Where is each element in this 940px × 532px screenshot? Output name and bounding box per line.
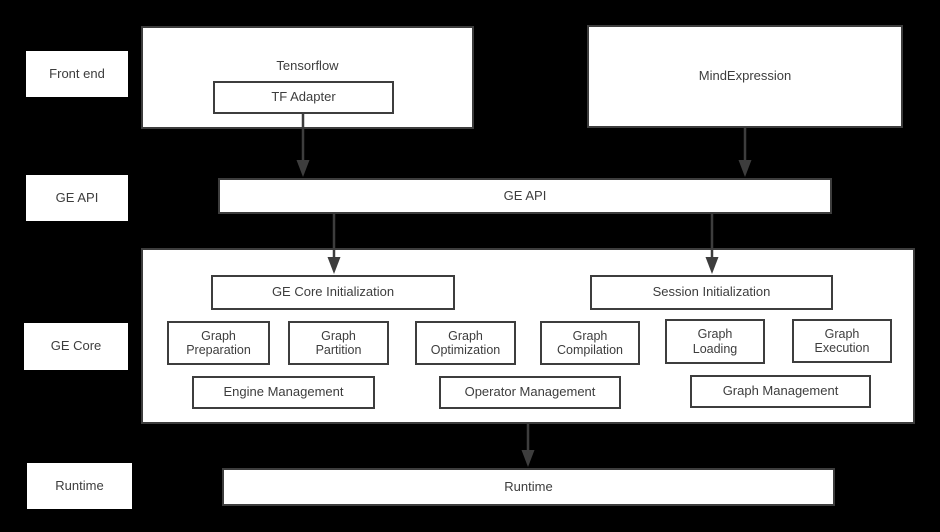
session-initialization-label: Session Initialization	[652, 284, 771, 300]
graph-management-box[interactable]: Graph Management	[690, 375, 871, 408]
operator-management-label: Operator Management	[464, 384, 596, 400]
runtime-bar[interactable]: Runtime	[222, 468, 835, 506]
stage-label-runtime-text: Runtime	[55, 477, 104, 493]
operator-management-box[interactable]: Operator Management	[439, 376, 621, 409]
graph-loading-line2: Loading	[692, 341, 738, 356]
graph-execution-line2: Execution	[814, 341, 870, 355]
graph-loading-line1: Graph	[697, 327, 733, 342]
graph-optimization-box[interactable]: Graph Optimization	[415, 321, 516, 365]
ge-api-bar-label: GE API	[503, 187, 547, 203]
graph-partition-line2: Partition	[315, 343, 362, 357]
graph-preparation-line2: Preparation	[186, 343, 251, 357]
graph-optimization-line1: Graph	[448, 328, 483, 343]
graph-compilation-line2: Compilation	[556, 343, 623, 357]
graph-execution-line1: Graph	[824, 326, 860, 341]
engine-management-box[interactable]: Engine Management	[192, 376, 375, 409]
engine-management-label: Engine Management	[223, 384, 344, 400]
ge-core-initialization-box[interactable]: GE Core Initialization	[211, 275, 455, 310]
graph-loading-box[interactable]: Graph Loading	[665, 319, 765, 364]
arrow-ge-api-to-session-initialization	[702, 212, 722, 275]
stage-label-ge-core-text: GE Core	[50, 338, 102, 354]
graph-optimization-line2: Optimization	[430, 343, 501, 357]
graph-partition-box[interactable]: Graph Partition	[288, 321, 389, 365]
graph-compilation-line1: Graph	[572, 328, 608, 343]
stage-label-front-end-text: Front end	[49, 65, 105, 81]
connector-tf-adapter-stub	[302, 114, 304, 129]
tf-adapter-label: TF Adapter	[271, 89, 336, 105]
stage-label-front-end: Front end	[26, 51, 128, 97]
tf-adapter-box[interactable]: TF Adapter	[213, 81, 394, 114]
arrow-ge-core-to-runtime	[518, 423, 538, 468]
tensorflow-label: Tensorflow	[276, 58, 339, 73]
mindexpression-box[interactable]: MindExpression	[587, 25, 903, 128]
session-initialization-box[interactable]: Session Initialization	[590, 275, 833, 310]
ge-api-bar[interactable]: GE API	[218, 178, 832, 214]
graph-preparation-box[interactable]: Graph Preparation	[167, 321, 270, 365]
ge-core-initialization-label: GE Core Initialization	[271, 284, 395, 300]
stage-label-ge-core: GE Core	[24, 323, 128, 370]
graph-preparation-line1: Graph	[201, 328, 236, 343]
graph-compilation-box[interactable]: Graph Compilation	[540, 321, 640, 365]
stage-label-ge-api-text: GE API	[55, 189, 99, 205]
arrow-mindexpression-to-ge-api	[735, 127, 755, 178]
stage-label-runtime: Runtime	[27, 463, 132, 509]
graph-execution-box[interactable]: Graph Execution	[792, 319, 892, 363]
runtime-bar-label: Runtime	[504, 478, 553, 494]
graph-partition-line1: Graph	[321, 328, 356, 343]
mindexpression-label: MindExpression	[698, 68, 792, 84]
stage-label-ge-api: GE API	[26, 175, 128, 221]
graph-management-label: Graph Management	[722, 383, 839, 399]
arrow-ge-api-to-ge-core-initialization	[324, 212, 344, 275]
